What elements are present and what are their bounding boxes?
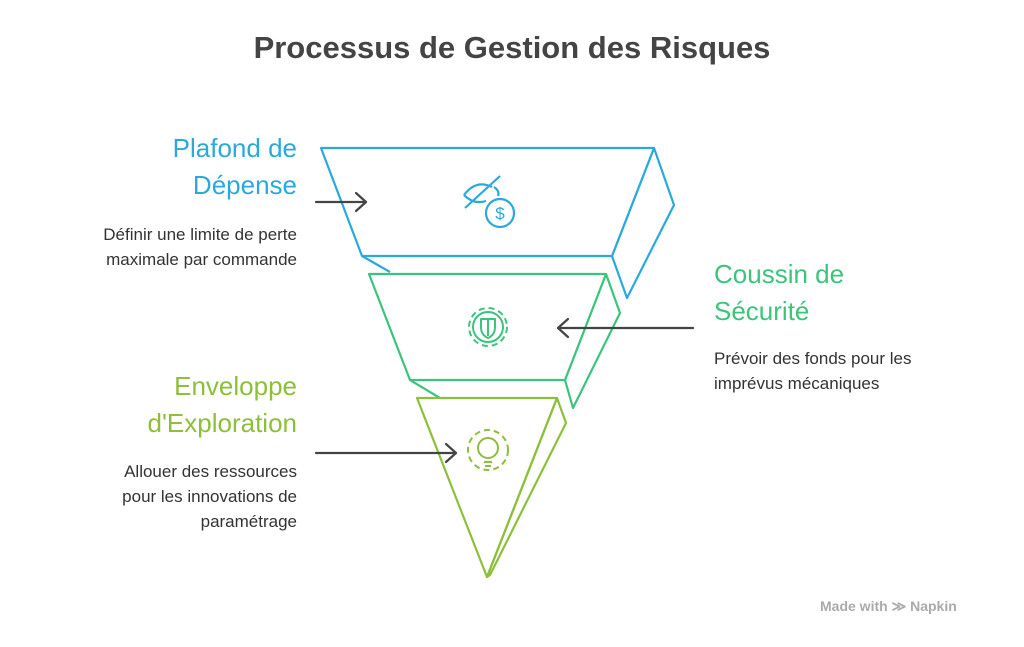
gear-lightbulb-icon bbox=[467, 429, 509, 471]
arrow-right-icon bbox=[314, 442, 458, 464]
heading-line: Coussin de bbox=[714, 259, 845, 289]
hidden-dollar-icon: $ bbox=[463, 175, 516, 229]
item-heading-plafond: Plafond de Dépense bbox=[173, 130, 297, 204]
description-line: pour les innovations de bbox=[122, 487, 297, 506]
funnel-layer-1 bbox=[319, 146, 676, 300]
heading-line: Enveloppe bbox=[174, 371, 297, 401]
funnel-layer-3 bbox=[415, 396, 568, 579]
description-line: Allouer des ressources bbox=[124, 462, 297, 481]
item-heading-enveloppe: Enveloppe d'Exploration bbox=[148, 368, 298, 442]
made-with-napkin[interactable]: Made with ≫ Napkin bbox=[820, 598, 957, 615]
arrow-right-icon bbox=[314, 191, 368, 213]
heading-line: d'Exploration bbox=[147, 408, 298, 438]
description-line: Définir une limite de perte bbox=[103, 225, 297, 244]
heading-line: Sécurité bbox=[714, 296, 810, 326]
item-heading-coussin: Coussin de Sécurité bbox=[714, 256, 844, 330]
item-description-coussin: Prévoir des fonds pour les imprévus méca… bbox=[714, 346, 912, 396]
description-line: Prévoir des fonds pour les bbox=[714, 349, 912, 368]
description-line: imprévus mécaniques bbox=[714, 374, 880, 393]
napkin-logo-icon: ≫ bbox=[891, 598, 907, 614]
heading-line: Dépense bbox=[192, 170, 297, 200]
arrow-left-icon bbox=[556, 317, 695, 339]
item-description-enveloppe: Allouer des ressources pour les innovati… bbox=[122, 459, 297, 534]
svg-text:$: $ bbox=[495, 204, 505, 223]
page-title: Processus de Gestion des Risques bbox=[253, 30, 771, 65]
item-description-plafond: Définir une limite de perte maximale par… bbox=[103, 222, 297, 272]
gear-shield-icon bbox=[468, 307, 508, 347]
heading-line: Plafond de bbox=[172, 133, 297, 163]
made-with-label: Made with bbox=[820, 598, 888, 614]
description-line: paramétrage bbox=[200, 512, 297, 531]
description-line: maximale par commande bbox=[106, 250, 297, 269]
napkin-brand: Napkin bbox=[910, 598, 957, 614]
